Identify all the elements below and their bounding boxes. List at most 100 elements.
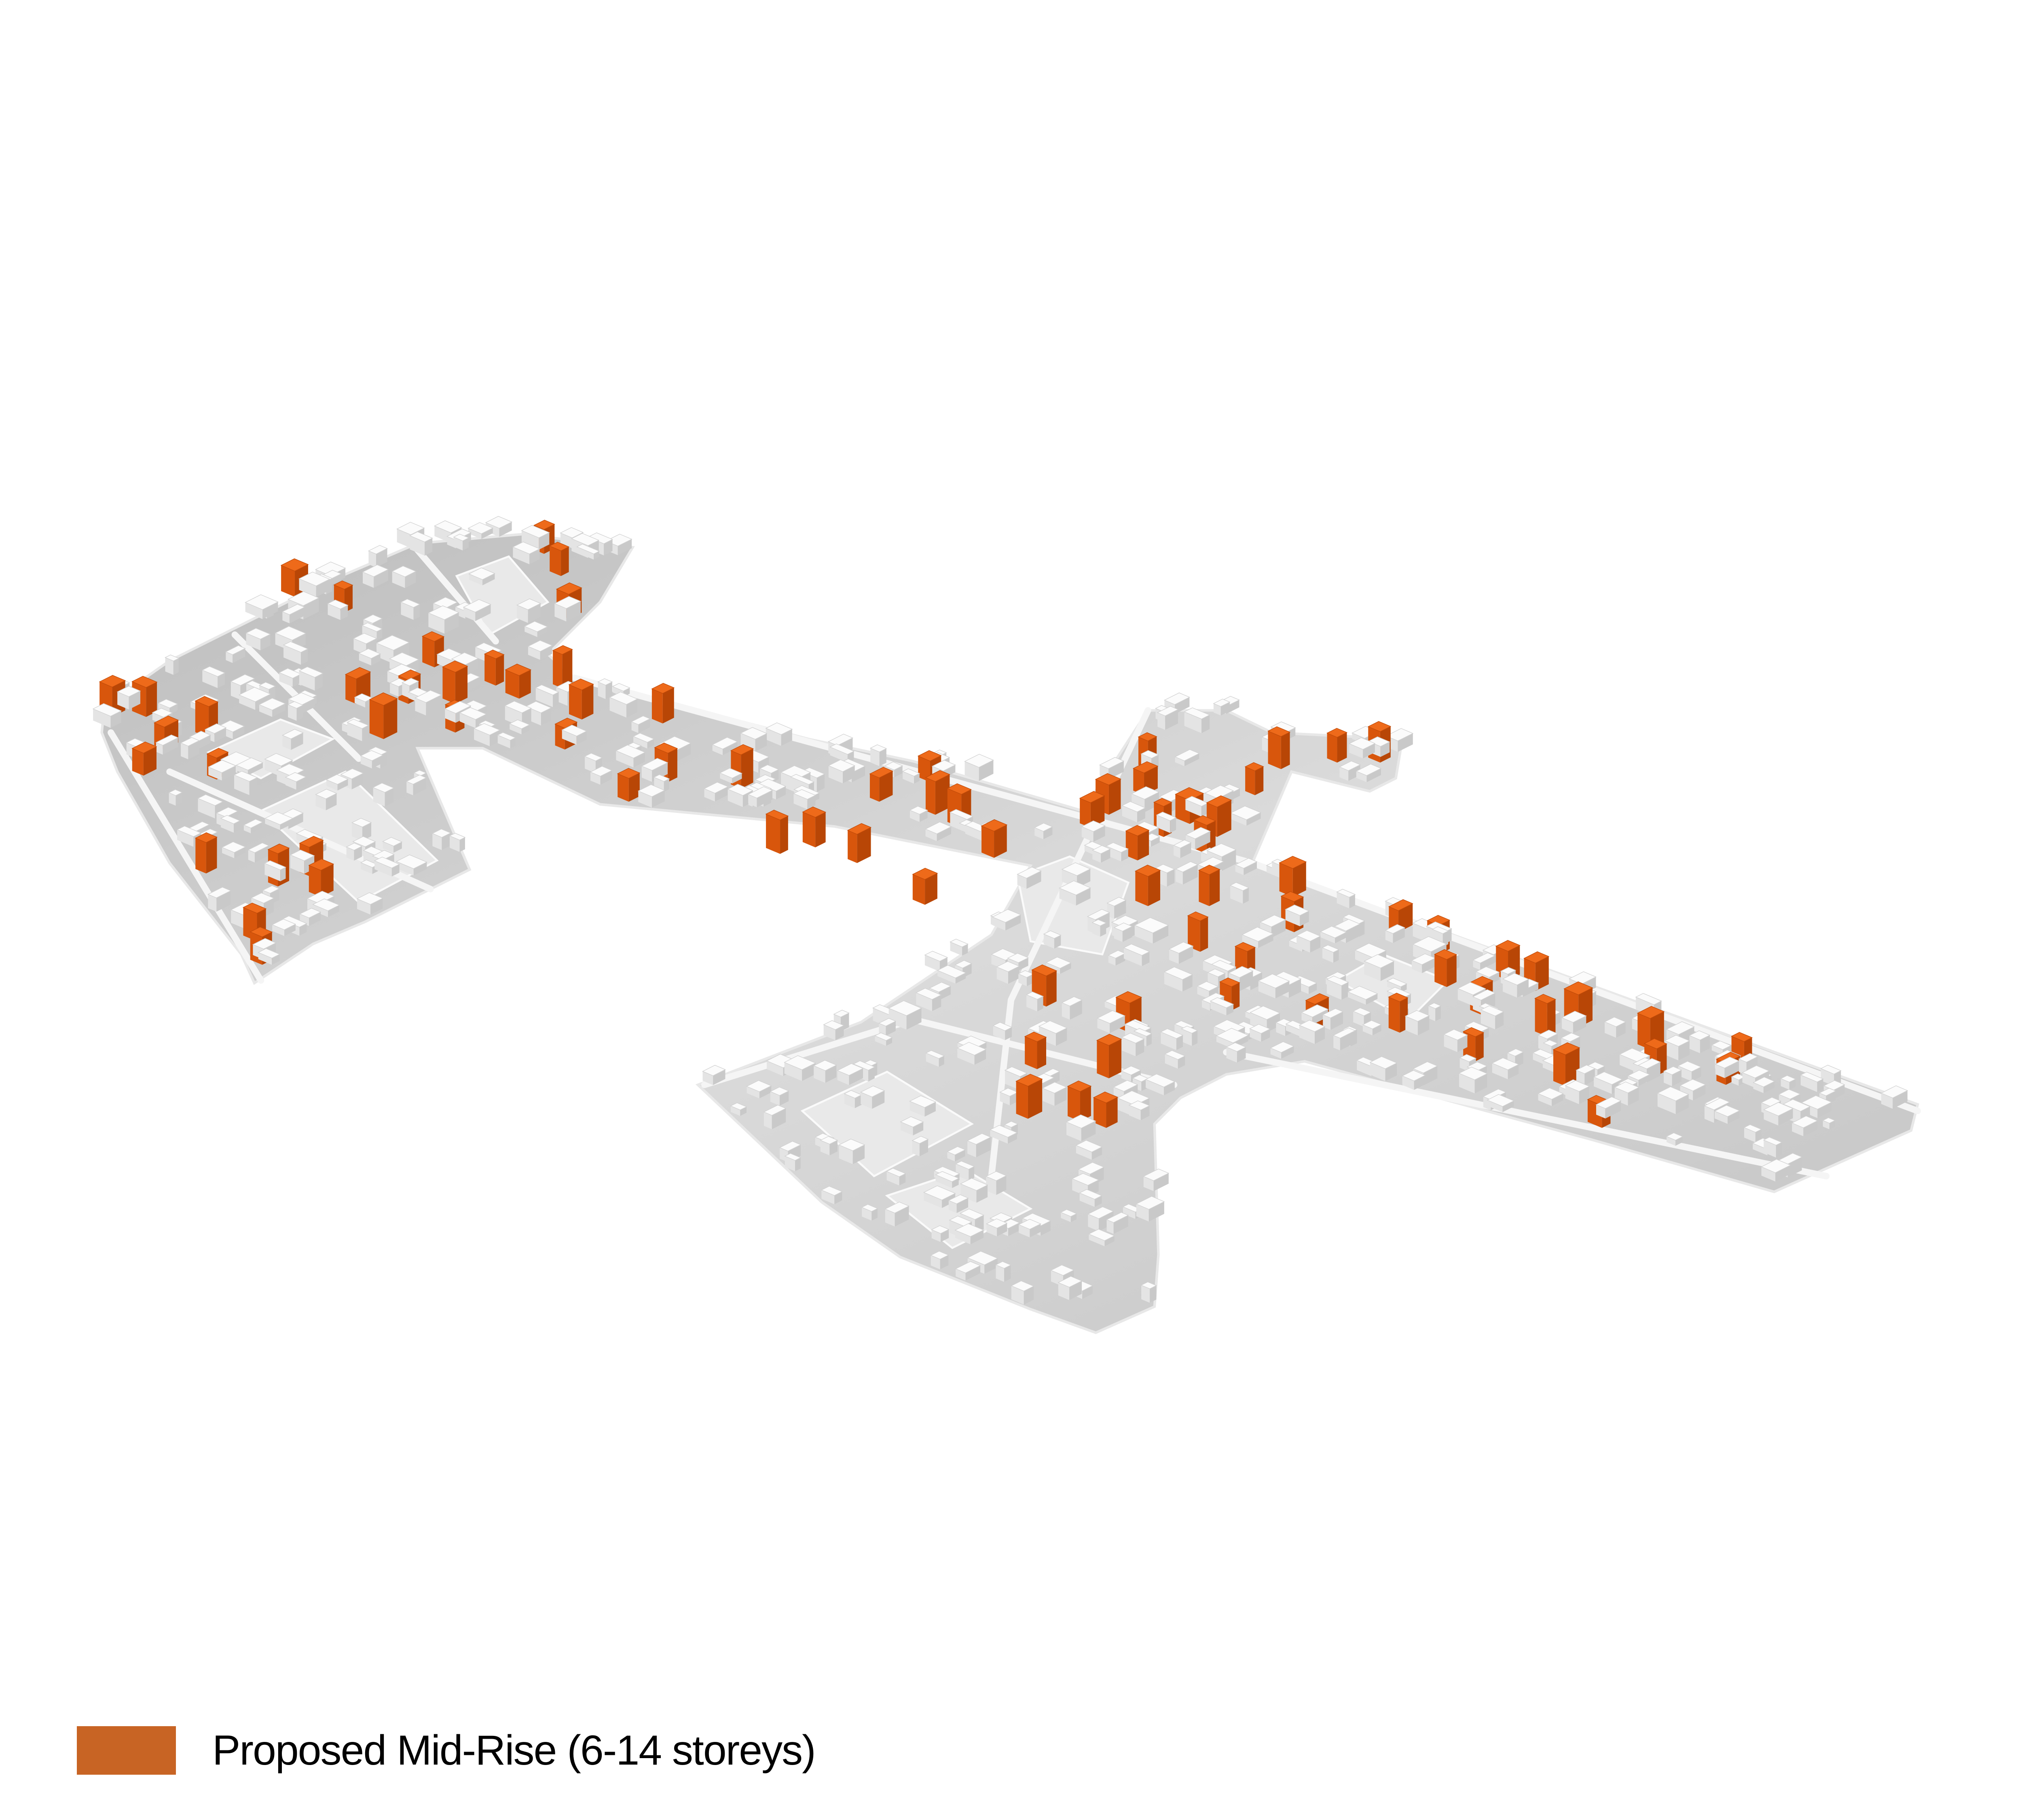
existing-building-roof [374, 857, 400, 868]
existing-building [1270, 1041, 1294, 1059]
proposed-mid-rise-building-roof [308, 859, 334, 871]
existing-building-face [844, 1094, 855, 1109]
existing-building-face [829, 1140, 838, 1155]
existing-building-roof [878, 1018, 897, 1026]
legend: Proposed Mid-Rise (6-14 storeys) [77, 1726, 816, 1775]
existing-building-face [1285, 909, 1300, 927]
existing-building [954, 1223, 984, 1244]
existing-building-roof [1565, 1080, 1590, 1092]
existing-building-roof [252, 938, 277, 950]
existing-building-roof [956, 1042, 987, 1056]
existing-building-roof [207, 887, 232, 898]
existing-building [431, 829, 451, 850]
existing-building-roof [298, 571, 330, 586]
existing-building-roof [793, 789, 816, 800]
existing-building-roof [1458, 1067, 1488, 1080]
existing-building-face [1061, 1212, 1071, 1222]
existing-building-roof [453, 533, 470, 541]
existing-building-roof [828, 759, 856, 772]
existing-building-face [1348, 992, 1366, 1005]
existing-building-face [541, 708, 551, 726]
existing-building-face [886, 1171, 899, 1186]
existing-building-roof [719, 768, 743, 779]
existing-building-roof [271, 918, 296, 930]
existing-building [345, 842, 363, 861]
existing-building-roof [584, 753, 603, 762]
existing-building-face [1605, 1100, 1621, 1119]
existing-building-face [990, 1130, 1008, 1144]
existing-building-face [299, 923, 307, 936]
existing-building-roof [1664, 1035, 1690, 1047]
existing-building-face [1638, 1074, 1650, 1086]
existing-building [1168, 942, 1194, 964]
existing-building-roof [521, 525, 550, 538]
existing-building-face [449, 836, 460, 852]
proposed-mid-rise-building-roof [299, 836, 324, 848]
proposed-mid-rise-building-roof [651, 683, 675, 694]
existing-building-roof [1412, 936, 1447, 952]
existing-building-face [181, 743, 188, 760]
proposed-mid-rise-building-roof [549, 542, 570, 551]
existing-building-face [1076, 888, 1091, 906]
proposed-mid-rise-building-face [1199, 870, 1210, 906]
proposed-mid-rise-building-roof [250, 927, 273, 938]
existing-building-roof [1136, 1196, 1165, 1210]
existing-building-face [1605, 1022, 1616, 1038]
existing-building [283, 641, 309, 665]
existing-building-roof [264, 812, 294, 825]
existing-building-roof [590, 766, 613, 777]
existing-building-face [259, 705, 273, 717]
existing-building-face [1017, 874, 1027, 889]
existing-building-roof [1604, 1017, 1626, 1027]
existing-building-face [1070, 1213, 1077, 1222]
existing-building-face [1616, 1022, 1626, 1038]
existing-building-roof [1050, 1264, 1075, 1276]
existing-building-face [117, 692, 129, 710]
proposed-mid-rise-building-face [281, 565, 295, 597]
existing-building-face [1714, 1111, 1728, 1124]
existing-building-face [854, 1094, 862, 1109]
existing-building [703, 782, 729, 802]
existing-building-roof [1121, 1033, 1145, 1043]
existing-building [964, 753, 994, 781]
existing-building-face [1026, 871, 1041, 889]
existing-building-face [675, 743, 691, 762]
existing-building-face [1362, 1024, 1373, 1035]
existing-building [327, 599, 349, 620]
existing-building [207, 760, 237, 781]
existing-building-face [720, 773, 732, 784]
existing-building-face [605, 681, 612, 699]
existing-building-face [772, 1108, 786, 1129]
proposed-mid-rise-building-roof [1731, 1032, 1753, 1042]
existing-building-roof [509, 719, 530, 729]
proposed-mid-rise-building-roof [1096, 1034, 1122, 1046]
existing-building [278, 668, 302, 687]
proposed-mid-rise-building [869, 767, 894, 802]
existing-building-roof [909, 806, 929, 815]
existing-building-face [899, 1173, 906, 1186]
existing-building [1679, 1079, 1706, 1100]
proposed-mid-rise-building-roof [1079, 791, 1105, 803]
buildings [92, 516, 1908, 1305]
existing-building [285, 772, 307, 790]
proposed-mid-rise-building-roof [917, 750, 942, 762]
existing-building-face [1776, 1142, 1782, 1158]
existing-building-roof [168, 789, 183, 796]
existing-building-face [1755, 1129, 1762, 1143]
existing-building-roof [1299, 1020, 1326, 1032]
existing-building-face [1104, 1001, 1117, 1013]
existing-building-roof [861, 1204, 878, 1212]
existing-building-face [870, 748, 880, 766]
existing-building-roof [747, 786, 773, 798]
existing-building-face [453, 537, 463, 551]
existing-building-roof [874, 1032, 893, 1041]
existing-building-face [1097, 1018, 1110, 1033]
proposed-mid-rise-building [484, 650, 505, 686]
existing-building-face [939, 1056, 944, 1067]
proposed-mid-rise-building-face [569, 684, 582, 720]
existing-building-roof [1096, 1010, 1126, 1024]
existing-building-roof [1249, 1024, 1271, 1034]
existing-building-roof [451, 652, 479, 665]
existing-building-face [577, 547, 594, 560]
existing-building [1026, 991, 1044, 1012]
